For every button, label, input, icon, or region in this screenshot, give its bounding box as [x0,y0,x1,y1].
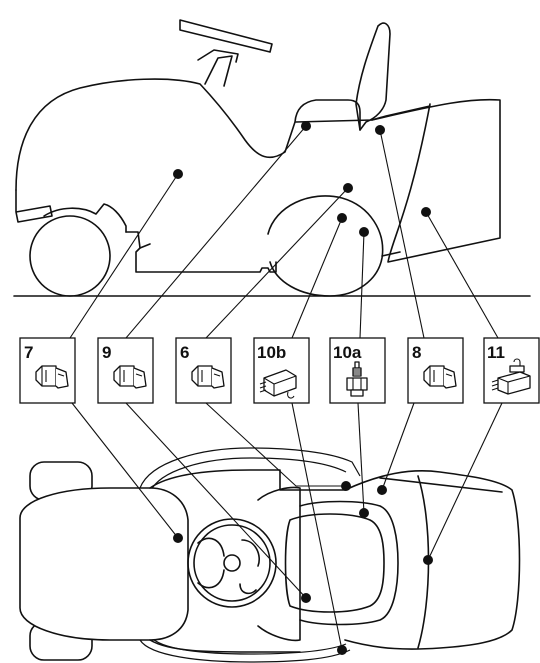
chassis-rear [381,251,401,257]
leader-8-top [381,402,415,491]
pressure-sensor-icon [259,369,297,399]
mower-deck-side [139,243,151,249]
dot-9-top [301,593,311,603]
dot-8-side [375,125,385,135]
front-fender-side [43,203,127,233]
leader-6-top [205,402,346,487]
steering-spokes [197,537,260,595]
rear-left-wheel-top [139,447,361,489]
threaded-sensor-icon [346,361,368,397]
leader-lines [69,125,503,651]
dashboard-top [257,486,301,642]
leader-10a-top [357,402,365,514]
label-10b-text: 10b [257,343,286,362]
seat-side [295,105,431,123]
dot-10b-top [337,645,347,655]
leader-7-top [71,402,179,539]
label-6-text: 6 [180,343,189,362]
label-8-text: 8 [412,343,421,362]
hood-side [15,78,361,191]
steering-wheel-side [179,19,273,53]
plunger-switch-icon [191,365,225,389]
front-bumper-side [15,189,53,223]
leader-11-top [427,402,503,561]
rear-wheel-side [267,195,384,297]
dot-11-side [421,207,431,217]
label-11-text: 11 [487,343,505,362]
label-10a-text: 10a [333,343,362,362]
dot-10b-side [337,213,347,223]
plunger-switch-icon [35,365,69,389]
tractor-top-view [19,447,521,663]
dot-7-side [173,169,183,179]
dot-6-top [341,481,351,491]
dot-6-side [343,183,353,193]
label-box-8: 8 [407,337,464,404]
leader-9-side [125,125,307,339]
leader-8-side [379,129,425,339]
seat-top [299,500,399,626]
relay-module-icon [491,358,531,395]
plunger-switch-icon [423,365,457,389]
leader-10b-top [291,402,343,651]
label-box-11: 11 [483,337,540,404]
label-box-10a: 10a [329,337,386,404]
seat-cushion-top [284,513,385,613]
leader-9-top [125,402,307,599]
leader-7-side [69,173,179,339]
label-7-text: 7 [24,343,33,362]
dash-panel [197,49,239,63]
location-dots [173,121,433,655]
rear-left-wheel-inner [149,457,347,493]
dot-9-side [301,121,311,131]
label-box-10b: 10b [253,337,310,404]
plunger-switch-icon [113,365,147,389]
frame-side [125,231,277,273]
rear-right-wheel-top [139,639,351,663]
dot-7-top [173,533,183,543]
steering-column [204,55,233,87]
label-box-6: 6 [175,337,232,404]
leader-10a-side [359,231,365,339]
dot-11-top [423,555,433,565]
label-box-9: 9 [97,337,154,404]
dot-8-top [377,485,387,495]
steering-wheel-top [187,518,277,608]
leader-11-side [425,211,499,339]
label-box-7: 7 [19,337,76,404]
label-9-text: 9 [102,343,111,362]
steering-hub [223,554,241,572]
leader-6-side [205,187,349,339]
dot-10a-top [359,508,369,518]
rear-section-top [344,470,521,650]
leader-10b-side [291,217,343,339]
steering-wheel-top-inner [193,524,271,602]
rear-section-line [379,477,503,493]
seat-back-side [355,22,391,131]
body-top-lower [149,639,301,653]
dot-10a-side [359,227,369,237]
hood-top [19,487,189,641]
body-top [149,469,346,491]
front-wheel-side [29,215,111,297]
grass-bag-side [371,98,501,263]
tractor-side-view [13,19,531,297]
